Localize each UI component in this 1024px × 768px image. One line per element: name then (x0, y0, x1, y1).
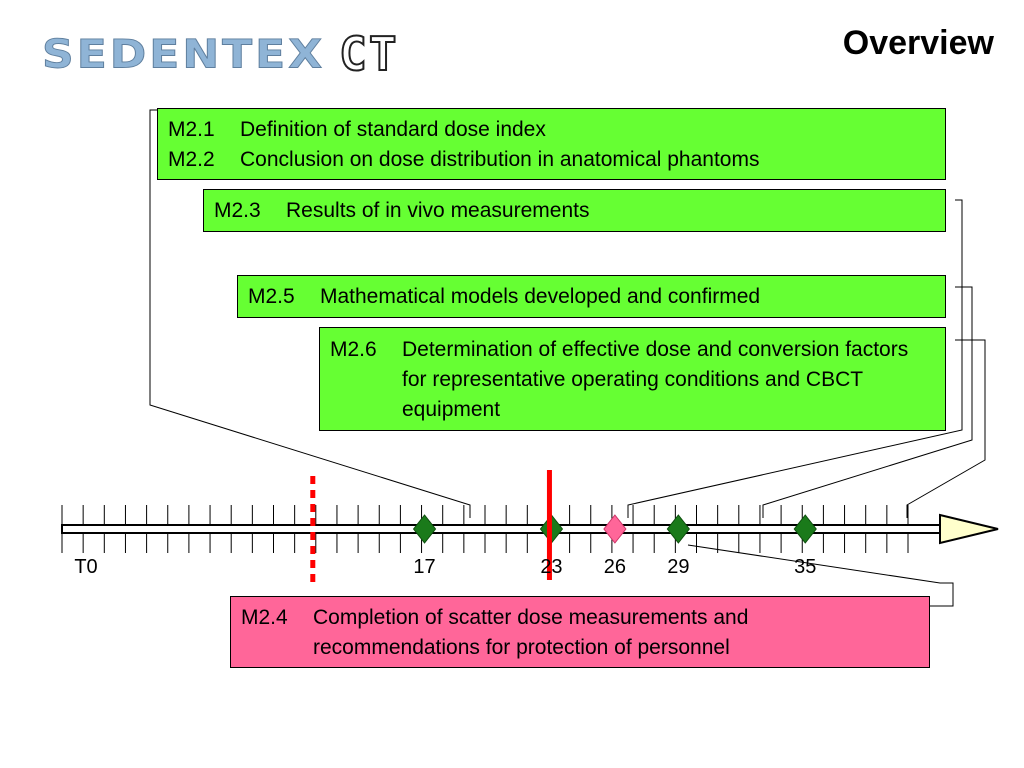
logo-main-text: SEDENTEX (41, 31, 326, 78)
connector-line (762, 286, 973, 518)
milestone-line: M2.3 Results of in vivo measurements (214, 196, 935, 226)
slide-title: Overview (842, 24, 994, 62)
milestone-box-m26: M2.6 Determination of effective dose and… (319, 327, 946, 431)
milestone-diamond (603, 514, 627, 544)
milestone-text: Determination of effective dose and conv… (402, 338, 909, 421)
milestone-box-m24: M2.4 Completion of scatter dose measurem… (230, 596, 930, 668)
month-label: 26 (603, 556, 627, 578)
connector-line (906, 339, 986, 518)
logo-ct-text: CT (338, 26, 399, 82)
month-label: 35 (794, 556, 817, 578)
milestone-box-m21-m22: M2.1 Definition of standard dose index M… (157, 108, 946, 180)
month-label: 17 (413, 556, 436, 578)
milestone-text: Completion of scatter dose measurements … (313, 606, 749, 659)
milestone-line: M2.1 Definition of standard dose index (168, 115, 935, 145)
connector-line (627, 199, 963, 518)
milestone-text: Conclusion on dose distribution in anato… (240, 148, 760, 171)
month-label: 23 (540, 556, 563, 578)
milestone-text: Definition of standard dose index (240, 118, 546, 141)
milestone-text: Mathematical models developed and confir… (320, 285, 761, 308)
milestone-line: M2.2 Conclusion on dose distribution in … (168, 145, 935, 175)
month-label: T0 (74, 556, 98, 578)
milestone-code: M2.4 (241, 606, 288, 629)
milestone-code: M2.2 (168, 148, 215, 171)
milestone-code: M2.3 (214, 199, 261, 222)
month-label: 29 (667, 556, 690, 578)
milestone-box-m23: M2.3 Results of in vivo measurements (203, 189, 946, 232)
milestone-box-m25: M2.5 Mathematical models developed and c… (237, 275, 946, 318)
milestone-line: M2.4 Completion of scatter dose measurem… (241, 603, 919, 663)
connector-line (149, 109, 471, 518)
milestone-line: M2.5 Mathematical models developed and c… (248, 282, 935, 312)
timeline-arrow-head (939, 513, 999, 545)
milestone-text: Results of in vivo measurements (286, 199, 590, 222)
milestone-code: M2.6 (330, 338, 377, 361)
sedentex-logo: SEDENTEX CT (41, 26, 399, 82)
milestone-code: M2.1 (168, 118, 215, 141)
milestone-diamond (793, 514, 817, 544)
milestone-line: M2.6 Determination of effective dose and… (330, 335, 935, 425)
connector-line (687, 544, 954, 607)
milestone-diamond (412, 514, 437, 544)
milestone-diamond (666, 514, 690, 544)
milestone-code: M2.5 (248, 285, 295, 308)
